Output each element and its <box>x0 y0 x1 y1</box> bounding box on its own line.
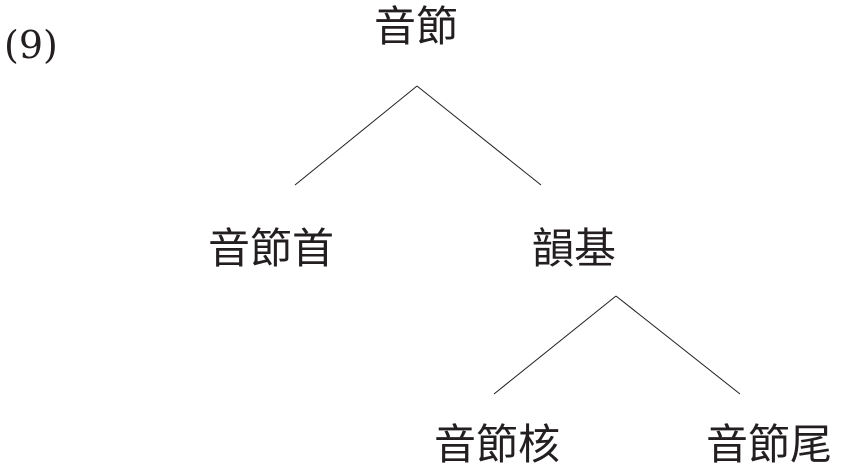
branch-root-onset <box>294 85 418 186</box>
branch-root-rhyme <box>416 85 542 186</box>
node-rhyme: 韻基 <box>532 224 617 273</box>
branch-rhyme-nucleus <box>493 295 617 395</box>
example-number: (9) <box>4 23 58 67</box>
branch-rhyme-coda <box>615 295 741 395</box>
node-onset: 音節首 <box>208 224 335 273</box>
node-nucleus: 音節核 <box>434 420 561 469</box>
node-coda: 音節尾 <box>706 420 833 469</box>
node-root: 音節 <box>374 2 459 51</box>
